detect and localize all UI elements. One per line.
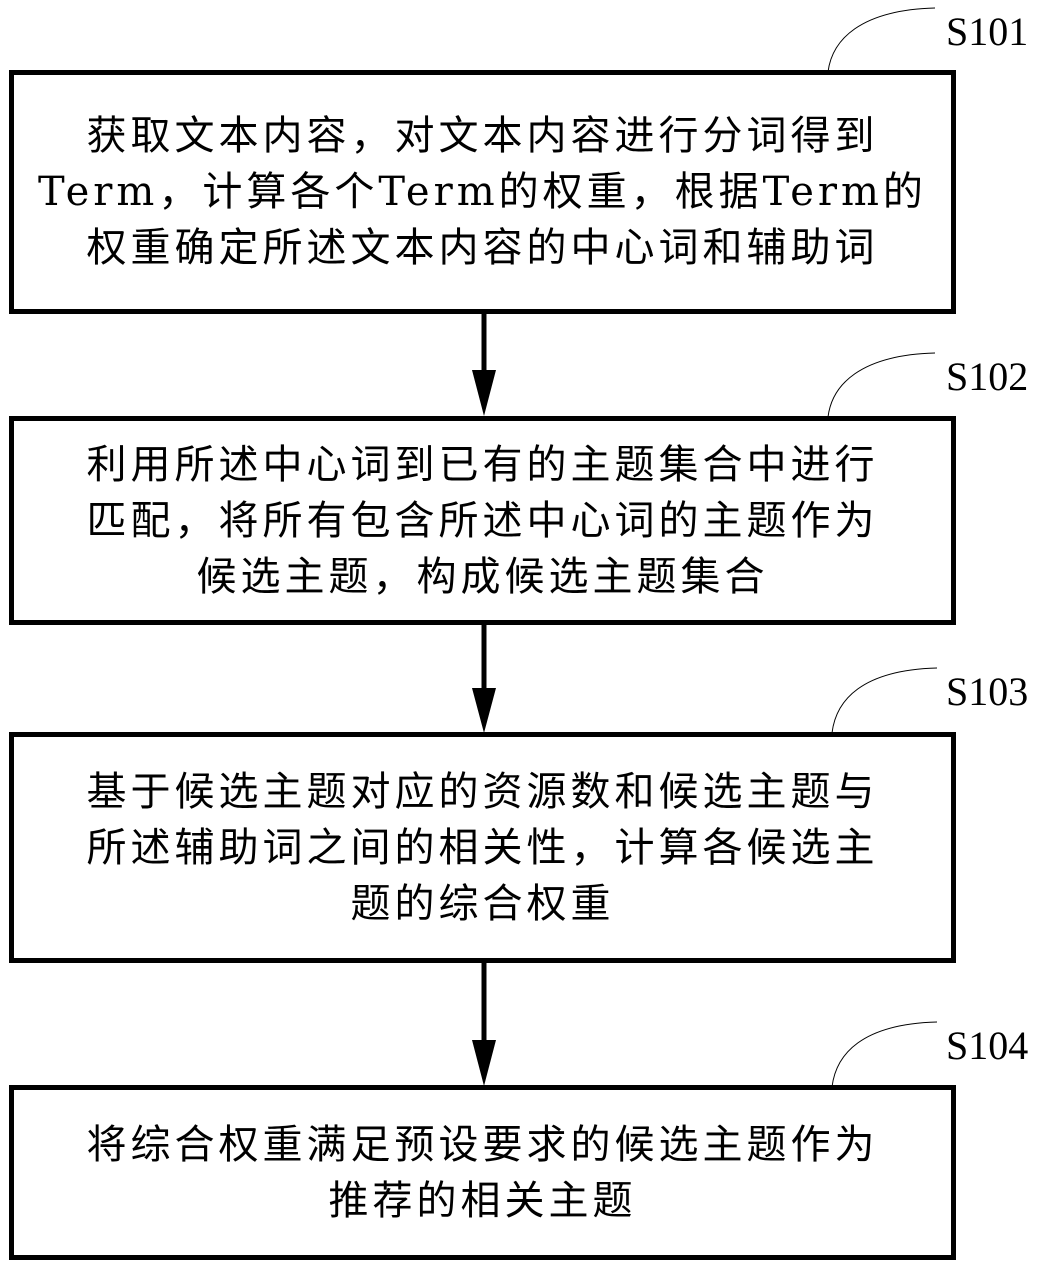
step-text-s104: 将综合权重满足预设要求的候选主题作为 推荐的相关主题 bbox=[33, 1117, 933, 1229]
step-line: 题的综合权重 bbox=[33, 876, 933, 932]
step-line: 基于候选主题对应的资源数和候选主题与 bbox=[33, 764, 933, 820]
step-box-s103: 基于候选主题对应的资源数和候选主题与 所述辅助词之间的相关性，计算各候选主 题的… bbox=[9, 732, 956, 963]
step-line: 权重确定所述文本内容的中心词和辅助词 bbox=[33, 220, 933, 276]
leader-line-s101 bbox=[828, 8, 935, 72]
step-text-s101: 获取文本内容，对文本内容进行分词得到 Term，计算各个Term的权重，根据Te… bbox=[33, 108, 933, 276]
step-line: 所述辅助词之间的相关性，计算各候选主 bbox=[33, 820, 933, 876]
step-label-s102: S102 bbox=[946, 355, 1028, 399]
arrow-s103-to-s104 bbox=[472, 961, 496, 1086]
step-label-s101: S101 bbox=[946, 10, 1028, 54]
step-box-s101: 获取文本内容，对文本内容进行分词得到 Term，计算各个Term的权重，根据Te… bbox=[9, 70, 956, 314]
step-label-s104: S104 bbox=[946, 1024, 1028, 1068]
leader-line-s104 bbox=[832, 1022, 937, 1087]
arrow-s101-to-s102 bbox=[472, 312, 496, 416]
step-box-s102: 利用所述中心词到已有的主题集合中进行 匹配，将所有包含所述中心词的主题作为 候选… bbox=[9, 416, 956, 625]
arrow-s102-to-s103 bbox=[472, 623, 496, 733]
step-line: 推荐的相关主题 bbox=[33, 1173, 933, 1229]
step-label-s103: S103 bbox=[946, 670, 1028, 714]
step-line: 将综合权重满足预设要求的候选主题作为 bbox=[33, 1117, 933, 1173]
step-line: 候选主题，构成候选主题集合 bbox=[33, 549, 933, 605]
step-line: 匹配，将所有包含所述中心词的主题作为 bbox=[33, 493, 933, 549]
leader-line-s102 bbox=[828, 353, 935, 417]
step-text-s102: 利用所述中心词到已有的主题集合中进行 匹配，将所有包含所述中心词的主题作为 候选… bbox=[33, 437, 933, 605]
step-line: 利用所述中心词到已有的主题集合中进行 bbox=[33, 437, 933, 493]
step-line: 获取文本内容，对文本内容进行分词得到 bbox=[33, 108, 933, 164]
step-text-s103: 基于候选主题对应的资源数和候选主题与 所述辅助词之间的相关性，计算各候选主 题的… bbox=[33, 764, 933, 932]
step-line: Term，计算各个Term的权重，根据Term的 bbox=[33, 164, 933, 220]
step-box-s104: 将综合权重满足预设要求的候选主题作为 推荐的相关主题 bbox=[9, 1085, 956, 1260]
leader-line-s103 bbox=[832, 668, 937, 733]
